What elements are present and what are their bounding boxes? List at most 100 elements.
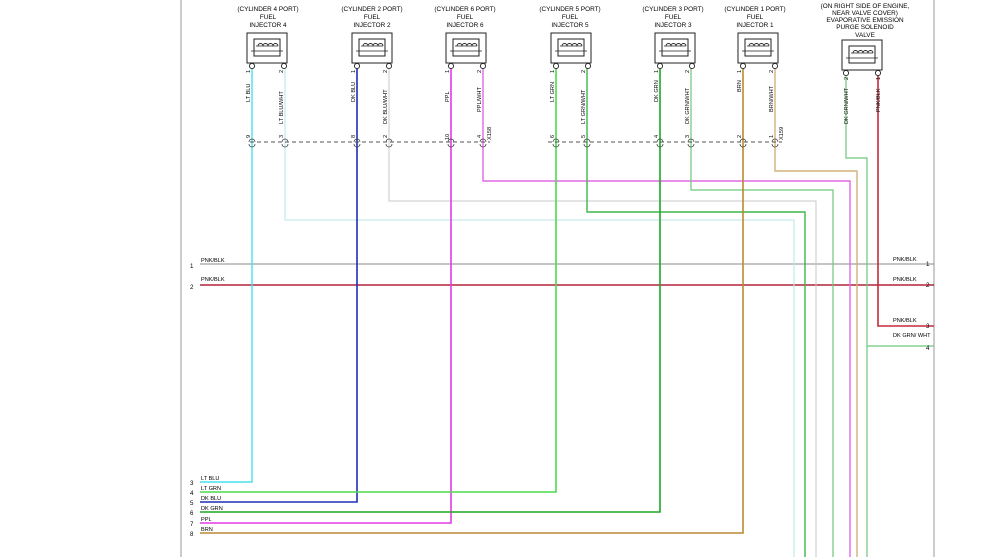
right-ref-3-num: 3	[926, 323, 930, 330]
injector-symbol-cyl2	[351, 32, 393, 70]
injector-pin1-cyl1	[739, 62, 747, 70]
cavity-inj4-b: 3	[279, 135, 285, 138]
inj4-pin2-label: LT BLU/WHT	[279, 91, 285, 124]
wire-dk-blu	[200, 66, 358, 503]
inj4-pin1-num: 1	[246, 70, 252, 73]
wire-purge-pnk-blk	[877, 72, 934, 327]
wire-ppl-wht	[482, 66, 851, 557]
purge-valve-coil-loop-3	[867, 50, 874, 54]
left-ref-7-wire: PPL	[201, 517, 212, 523]
cavity-inj6-b: 4	[477, 135, 483, 138]
left-ref-4-wire: LT GRN	[201, 486, 221, 492]
connector-cavity-top-2	[353, 138, 361, 143]
connector-cavity-bottom-6	[552, 143, 560, 148]
connector-cavity-top-1	[281, 138, 289, 143]
purge-valve-line-5: VALVE	[855, 32, 875, 39]
left-references: 1 PNK/BLK 2 PNK/BLK 3 LT BLU 4 LT GRN 5 …	[190, 258, 225, 538]
left-ref-7-num: 7	[190, 521, 194, 528]
left-ref-2-wire: PNK/BLK	[201, 277, 225, 283]
connector-cavity-top-10	[739, 138, 747, 143]
purge-pin2-label: DK GRN/WHT	[844, 87, 850, 124]
injector-pin2-cyl1	[771, 62, 779, 70]
cavity-inj4-a: 9	[246, 135, 252, 138]
injector-1: (CYLINDER 1 PORT) FUEL INJECTOR 1	[724, 6, 785, 29]
wire-lt-blu-wht	[284, 66, 795, 557]
injector-5: (CYLINDER 5 PORT) FUEL INJECTOR 5	[539, 6, 600, 29]
injector-6: (CYLINDER 6 PORT) FUEL INJECTOR 6	[434, 6, 495, 29]
left-ref-6-num: 6	[190, 510, 194, 517]
injector-1-line-3: INJECTOR 1	[736, 22, 774, 29]
purge-pin1-label: PNK/BLK	[876, 88, 882, 112]
right-ref-4-num: 4	[926, 345, 930, 352]
inj6-pin1-num: 1	[445, 70, 451, 73]
injector-4: (CYLINDER 4 PORT) FUEL INJECTOR 4	[237, 6, 298, 29]
connector-x159-label: X159	[779, 127, 785, 140]
connector-cavity-bottom-9	[687, 143, 695, 148]
purge-valve-pin2	[842, 69, 850, 77]
inj4-pin2-num: 2	[279, 70, 285, 73]
inj6-pin1-label: PPL	[445, 91, 451, 102]
connector-cavity-bottom-3	[385, 143, 393, 148]
connector-cavity-top-11	[771, 138, 779, 143]
connector-cavity-bottom-8	[656, 143, 664, 148]
injector-pin2-cyl2	[385, 62, 393, 70]
wire-ppl	[200, 66, 452, 524]
right-ref-1-num: 1	[926, 261, 930, 268]
cavity-inj1-a: 2	[737, 135, 743, 138]
pin-labels: LT BLU LT BLU/WHT DK BLU DK BLU/WHT PPL …	[246, 80, 882, 124]
wire-lt-grn	[200, 66, 557, 493]
cavity-inj2-b: 2	[383, 135, 389, 138]
components-layer	[246, 32, 883, 77]
purge-valve-coil-box	[848, 45, 876, 64]
injector-2: (CYLINDER 2 PORT) FUEL INJECTOR 2	[341, 6, 402, 29]
injector-pin1-cyl5	[552, 62, 560, 70]
inj5-pin2-num: 2	[581, 70, 587, 73]
connector-cavity-top-9	[687, 138, 695, 143]
injector-coil-loop-cyl3-3	[680, 43, 687, 47]
connector-cavity-top-4	[447, 138, 455, 143]
wire-dk-blu-wht	[388, 66, 817, 557]
wire-dk-grn	[200, 66, 661, 513]
inj4-pin1-label: LT BLU	[246, 84, 252, 102]
left-ref-8-num: 8	[190, 531, 194, 538]
injector-pin2-cyl4	[280, 62, 288, 70]
injector-symbol-cyl4	[246, 32, 288, 70]
inj6-pin2-num: 2	[477, 70, 483, 73]
injector-symbol-cyl3	[654, 32, 696, 70]
right-ref-1-wire: PNK/BLK	[893, 257, 917, 263]
purge-valve-header: (ON RIGHT SIDE OF ENGINE, NEAR VALVE COV…	[821, 3, 910, 39]
inj2-pin2-num: 2	[383, 70, 389, 73]
wire-dk-grn-wht	[690, 66, 834, 557]
inj6-pin2-label: PPL/WHT	[477, 87, 483, 112]
inj1-pin1-num: 1	[737, 70, 743, 73]
injector-pin1-cyl4	[248, 62, 256, 70]
injector-1-line-2: FUEL	[747, 14, 764, 21]
injector-6-line-3: INJECTOR 6	[446, 22, 484, 29]
injector-4-line-1: (CYLINDER 4 PORT)	[237, 6, 298, 13]
connector-cavity-bottom-5	[479, 143, 487, 148]
injector-symbol-cyl6	[445, 32, 487, 70]
injector-2-line-3: INJECTOR 2	[353, 22, 391, 29]
cavity-inj2-a: 8	[351, 135, 357, 138]
injector-coil-box-cyl1	[744, 38, 772, 57]
injector-3-line-1: (CYLINDER 3 PORT)	[642, 6, 703, 13]
injector-4-line-2: FUEL	[260, 14, 277, 21]
injector-2-line-1: (CYLINDER 2 PORT)	[341, 6, 402, 13]
injector-coil-box-cyl4	[253, 38, 281, 57]
right-ref-3-wire: PNK/BLK	[893, 318, 917, 324]
connector-cavity-bottom-11	[771, 143, 779, 148]
injector-symbol-cyl5	[550, 32, 592, 70]
inj5-pin2-label: LT GRN/WHT	[581, 89, 587, 124]
injector-coil-box-cyl2	[358, 38, 386, 57]
connector-cavity-top-6	[552, 138, 560, 143]
injector-coil-loop-cyl6-3	[471, 43, 478, 47]
injector-pin2-cyl3	[688, 62, 696, 70]
connector-cavity-top-8	[656, 138, 664, 143]
inj2-pin1-num: 1	[351, 70, 357, 73]
connector-cavity-top-5	[479, 138, 487, 143]
injector-3-line-2: FUEL	[665, 14, 682, 21]
injector-2-line-2: FUEL	[364, 14, 381, 21]
purge-valve-pin1	[874, 69, 882, 77]
pin-numbers: 1 2 1 2 1 2 1 2 1 2 1 2 2 1	[246, 70, 882, 80]
